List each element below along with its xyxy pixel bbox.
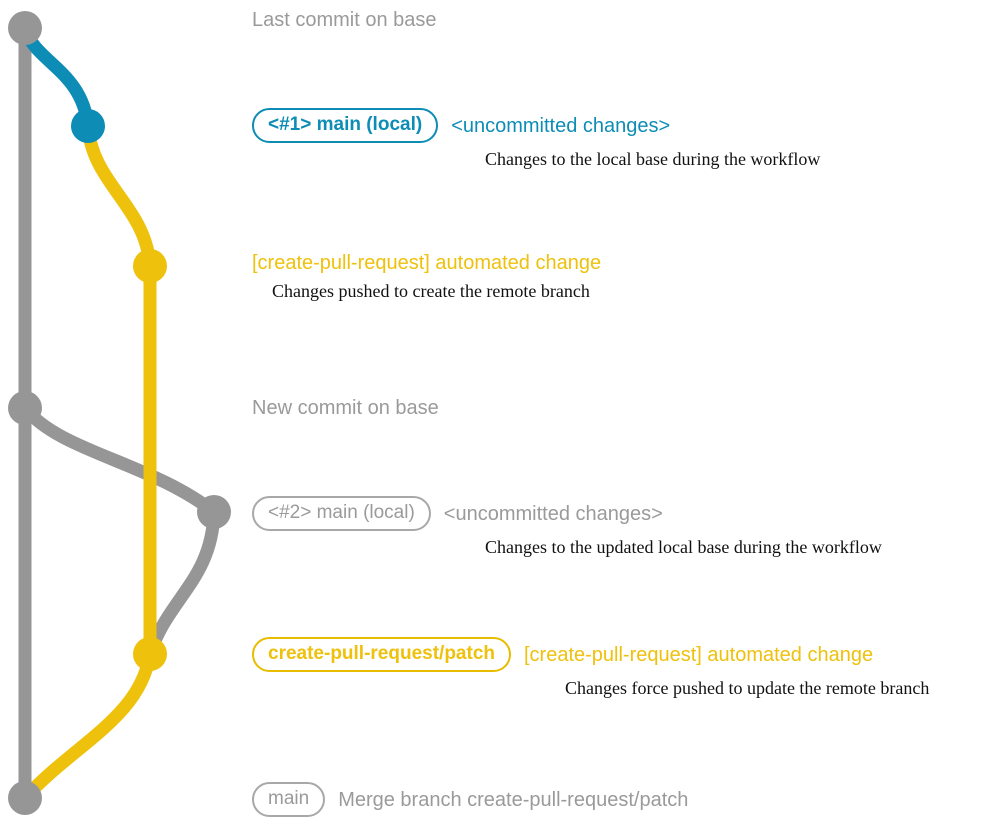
commit-node-patch-2[interactable] bbox=[133, 637, 167, 671]
commit-node-merge[interactable] bbox=[8, 781, 42, 815]
edge-base2-to-local2 bbox=[18, 401, 221, 519]
edge-patch2-to-merge bbox=[18, 647, 157, 805]
commit-row-main: <#2> main (local) <uncommitted changes> bbox=[252, 496, 882, 531]
commit-description: Changes pushed to create the remote bran… bbox=[272, 281, 590, 301]
edge-local2-to-patch2 bbox=[143, 505, 221, 661]
commit-row-local-commit-2: <#2> main (local) <uncommitted changes> … bbox=[252, 496, 882, 558]
commit-subject: Last commit on base bbox=[252, 9, 437, 31]
commit-subject: <uncommitted changes> bbox=[443, 502, 663, 525]
commit-description: Changes force pushed to update the remot… bbox=[565, 678, 930, 698]
commit-row-main: [create-pull-request] automated change bbox=[252, 251, 601, 275]
commit-node-base-1[interactable] bbox=[8, 11, 42, 45]
commit-subject: Merge branch create-pull-request/patch bbox=[338, 788, 689, 811]
commit-row-merge-commit: main Merge branch create-pull-request/pa… bbox=[252, 782, 688, 817]
commit-row-last-commit-on-base: Last commit on base bbox=[252, 8, 437, 32]
commit-node-patch-1[interactable] bbox=[133, 249, 167, 283]
commit-row-main: Last commit on base bbox=[252, 8, 437, 32]
branch-pill-create-pull-request-patch[interactable]: create-pull-request/patch bbox=[252, 637, 511, 672]
commit-row-local-commit-1: <#1> main (local) <uncommitted changes> … bbox=[252, 108, 820, 170]
commit-row-main: <#1> main (local) <uncommitted changes> bbox=[252, 108, 820, 143]
commit-row-automated-change-2: create-pull-request/patch [create-pull-r… bbox=[252, 637, 929, 699]
commit-subject: [create-pull-request] automated change bbox=[252, 252, 602, 274]
commit-subject: <uncommitted changes> bbox=[451, 114, 671, 137]
commit-node-local-2[interactable] bbox=[197, 495, 231, 529]
commit-subject: New commit on base bbox=[252, 397, 439, 419]
commit-row-automated-change-1: [create-pull-request] automated change C… bbox=[252, 251, 601, 302]
commit-row-new-commit-on-base: New commit on base bbox=[252, 396, 439, 420]
commit-row-main: main Merge branch create-pull-request/pa… bbox=[252, 782, 688, 817]
branch-pill-main[interactable]: main bbox=[252, 782, 326, 817]
commit-description: Changes to the updated local base during… bbox=[485, 537, 882, 557]
commit-node-base-2[interactable] bbox=[8, 391, 42, 425]
commit-node-local-1[interactable] bbox=[71, 109, 105, 143]
edge-local1-to-patch1 bbox=[81, 119, 157, 273]
commit-subject: [create-pull-request] automated change bbox=[524, 643, 874, 666]
branch-pill-main-local-2[interactable]: <#2> main (local) bbox=[252, 496, 431, 531]
branch-pill-main-local-1[interactable]: <#1> main (local) bbox=[252, 108, 439, 143]
commit-row-main: create-pull-request/patch [create-pull-r… bbox=[252, 637, 929, 672]
commit-row-main: New commit on base bbox=[252, 396, 439, 420]
commit-description: Changes to the local base during the wor… bbox=[485, 149, 821, 169]
